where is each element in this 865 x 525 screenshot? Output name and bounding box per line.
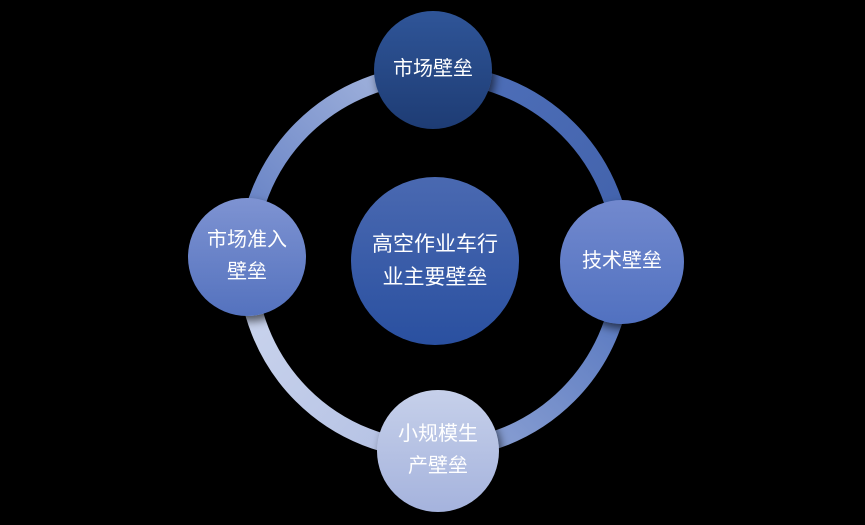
center-label-line: 业主要壁垒 — [382, 266, 488, 289]
node-technology-barrier: 技术壁垒 — [560, 200, 684, 324]
node-center-main-barriers: 高空作业车行 业主要壁垒 — [351, 177, 519, 345]
node-label-line: 技术壁垒 — [582, 250, 662, 273]
node-market-access-barrier: 市场准入 壁垒 — [188, 198, 306, 316]
node-small-scale-production-barrier: 小规模生 产壁垒 — [377, 390, 499, 512]
node-label-line: 产壁垒 — [408, 455, 468, 477]
node-label-line: 市场壁垒 — [393, 58, 473, 81]
node-label-line: 壁垒 — [227, 261, 267, 283]
node-label-line: 小规模生 — [398, 423, 478, 446]
node-label-line: 市场准入 — [207, 229, 287, 252]
center-label-line: 高空作业车行 — [372, 232, 498, 256]
node-market-barrier: 市场壁垒 — [374, 11, 492, 129]
